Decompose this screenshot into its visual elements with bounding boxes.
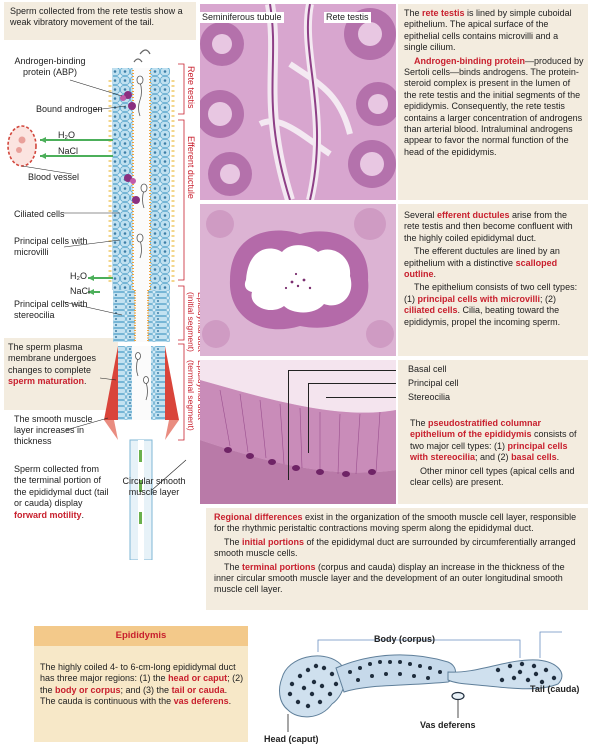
micrograph-epididymal-epithelium — [200, 360, 396, 504]
leader-principal-v — [308, 383, 309, 453]
abp-molecule-1 — [124, 91, 132, 99]
vas-deferens-label: Vas deferens — [420, 720, 476, 730]
epididymis-section-diagram — [258, 628, 588, 746]
right-panel-1 — [398, 4, 588, 200]
epididymal-epithelium-text: The pseudostratified columnar epithelium… — [410, 418, 577, 488]
basal-cell-label: Basal cell — [408, 364, 447, 374]
h2o-label-lower: H₂O — [70, 271, 87, 281]
epididymis-text: The highly coiled 4- to 6-cm-long epidid… — [40, 662, 244, 707]
head-caput-label: Head (caput) — [264, 734, 319, 744]
h2o-label-upper: H₂O — [58, 130, 75, 140]
nacl-label-lower: NaCl — [70, 286, 91, 296]
abp-molecule-4 — [132, 196, 140, 204]
abp-label: Androgen-binding protein (ABP) — [14, 56, 86, 77]
micrograph-rete-testis: Seminiferous tubule Rete testis — [200, 4, 396, 200]
membrane-note: The sperm plasma membrane undergoes chan… — [8, 342, 97, 387]
ciliated-cells-label: Ciliated cells — [14, 209, 65, 219]
leader-principal — [308, 383, 396, 384]
bound-androgen-label: Bound androgen — [36, 104, 103, 114]
seminiferous-tubule-label: Seminiferous tubule — [200, 12, 284, 23]
tail-cauda-label: Tail (cauda) — [530, 684, 580, 694]
regional-panel — [206, 508, 588, 610]
regional-differences-text: Regional differences exist in the organi… — [214, 512, 577, 595]
rete-testis-micro-label: Rete testis — [324, 12, 371, 23]
top-note-panel — [4, 2, 196, 40]
leader-basal-v — [288, 370, 289, 480]
principal-stereocilia-label: Principal cells with stereocilia — [14, 299, 88, 320]
abp-molecule-2 — [128, 102, 136, 110]
right-panel-2 — [398, 204, 588, 356]
blood-vessel-label: Blood vessel — [28, 172, 80, 182]
micrograph-efferent-ductule — [200, 204, 396, 356]
nacl-label-upper: NaCl — [58, 146, 79, 156]
epididymis-title: Epididymis — [115, 630, 167, 641]
forward-motility-note: Sperm collected from the terminal portio… — [14, 464, 109, 520]
duct-diagram — [7, 49, 187, 560]
principal-cell-label: Principal cell — [408, 378, 459, 388]
abp-molecule-3 — [124, 174, 132, 182]
top-note: Sperm collected from the rete testis sho… — [10, 6, 183, 28]
leader-stereocilia — [326, 397, 396, 398]
rete-testis-text: The rete testis is lined by simple cuboi… — [404, 8, 584, 157]
epididymis-title-bar — [34, 626, 248, 646]
blood-vessel-icon — [7, 125, 37, 167]
vertical-label-efferent-ductule: Efferent ductule — [186, 136, 196, 199]
left-membrane-panel — [4, 338, 118, 410]
principal-microvilli-label: Principal cells with microvilli — [14, 236, 88, 257]
right-panel-3 — [398, 360, 588, 504]
sperm-tail-3 — [139, 512, 142, 524]
stereocilia-label: Stereocilia — [408, 392, 451, 402]
vertical-label-rete-testis: Rete testis — [186, 66, 196, 109]
sperm-tail-1 — [139, 450, 142, 462]
leader-basal — [288, 370, 396, 371]
efferent-ductules-text: Several efferent ductules arise from the… — [404, 210, 578, 327]
circular-smooth-label: Circular smooth muscle layer — [122, 476, 186, 497]
body-corpus-label: Body (corpus) — [374, 634, 436, 644]
smooth-muscle-label: The smooth muscle layer increases in thi… — [14, 414, 93, 446]
sperm-tail-2 — [139, 480, 142, 492]
